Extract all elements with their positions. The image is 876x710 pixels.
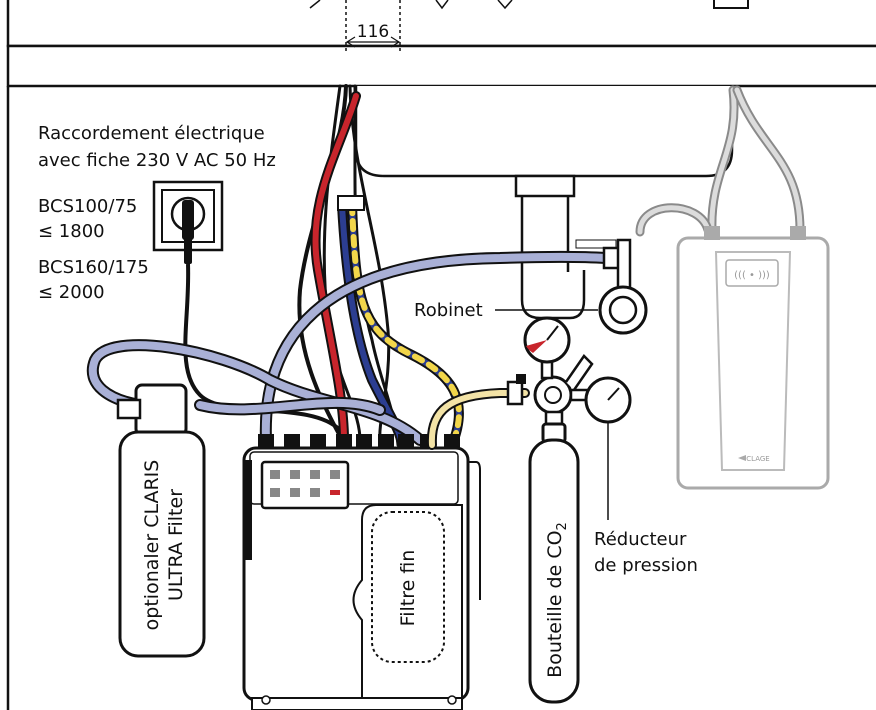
model-1-value: ≤ 1800	[38, 221, 105, 242]
optional-filter: optionaler CLARIS ULTRA Filter	[116, 383, 206, 658]
fine-filter-label: Filtre fin	[397, 550, 419, 627]
sink	[354, 86, 734, 320]
reducer-label-2: de pression	[594, 555, 698, 576]
touchscreen	[260, 460, 350, 510]
filter-label-2: ULTRA Filter	[165, 489, 187, 601]
co2-cylinder: Bouteille de CO2	[528, 410, 580, 704]
pressure-reducer	[506, 316, 632, 520]
co2-label-text: Bouteille de CO	[544, 530, 566, 677]
co2-line	[426, 388, 530, 450]
dimension-116: 116	[309, 0, 513, 52]
power-label-2: avec fiche 230 V AC 50 Hz	[38, 150, 276, 171]
heater-display: ((( • )))	[734, 270, 770, 281]
water-heater: ((( • ))) CLAGE	[676, 226, 830, 490]
co2-label-sub: 2	[555, 522, 570, 530]
model-2-value: ≤ 2000	[38, 282, 105, 303]
filter-label-1: optionaler CLARIS	[141, 460, 163, 631]
wall-socket	[152, 180, 224, 264]
model-1-name: BCS100/75	[38, 196, 137, 217]
tap-label: Robinet	[414, 300, 483, 321]
tap	[495, 238, 648, 335]
tap-hose	[86, 250, 612, 446]
heater-hoses	[635, 85, 805, 237]
model-2-name: BCS160/175	[38, 257, 149, 278]
power-cable	[183, 263, 342, 432]
power-label-1: Raccordement électrique	[38, 123, 265, 144]
main-unit: Filtre fin	[242, 434, 481, 710]
dimension-label: 116	[357, 22, 389, 42]
co2-label: Bouteille de CO2	[544, 522, 570, 678]
reducer-label-1: Réducteur	[594, 529, 687, 550]
heater-brand: CLAGE	[746, 455, 769, 463]
